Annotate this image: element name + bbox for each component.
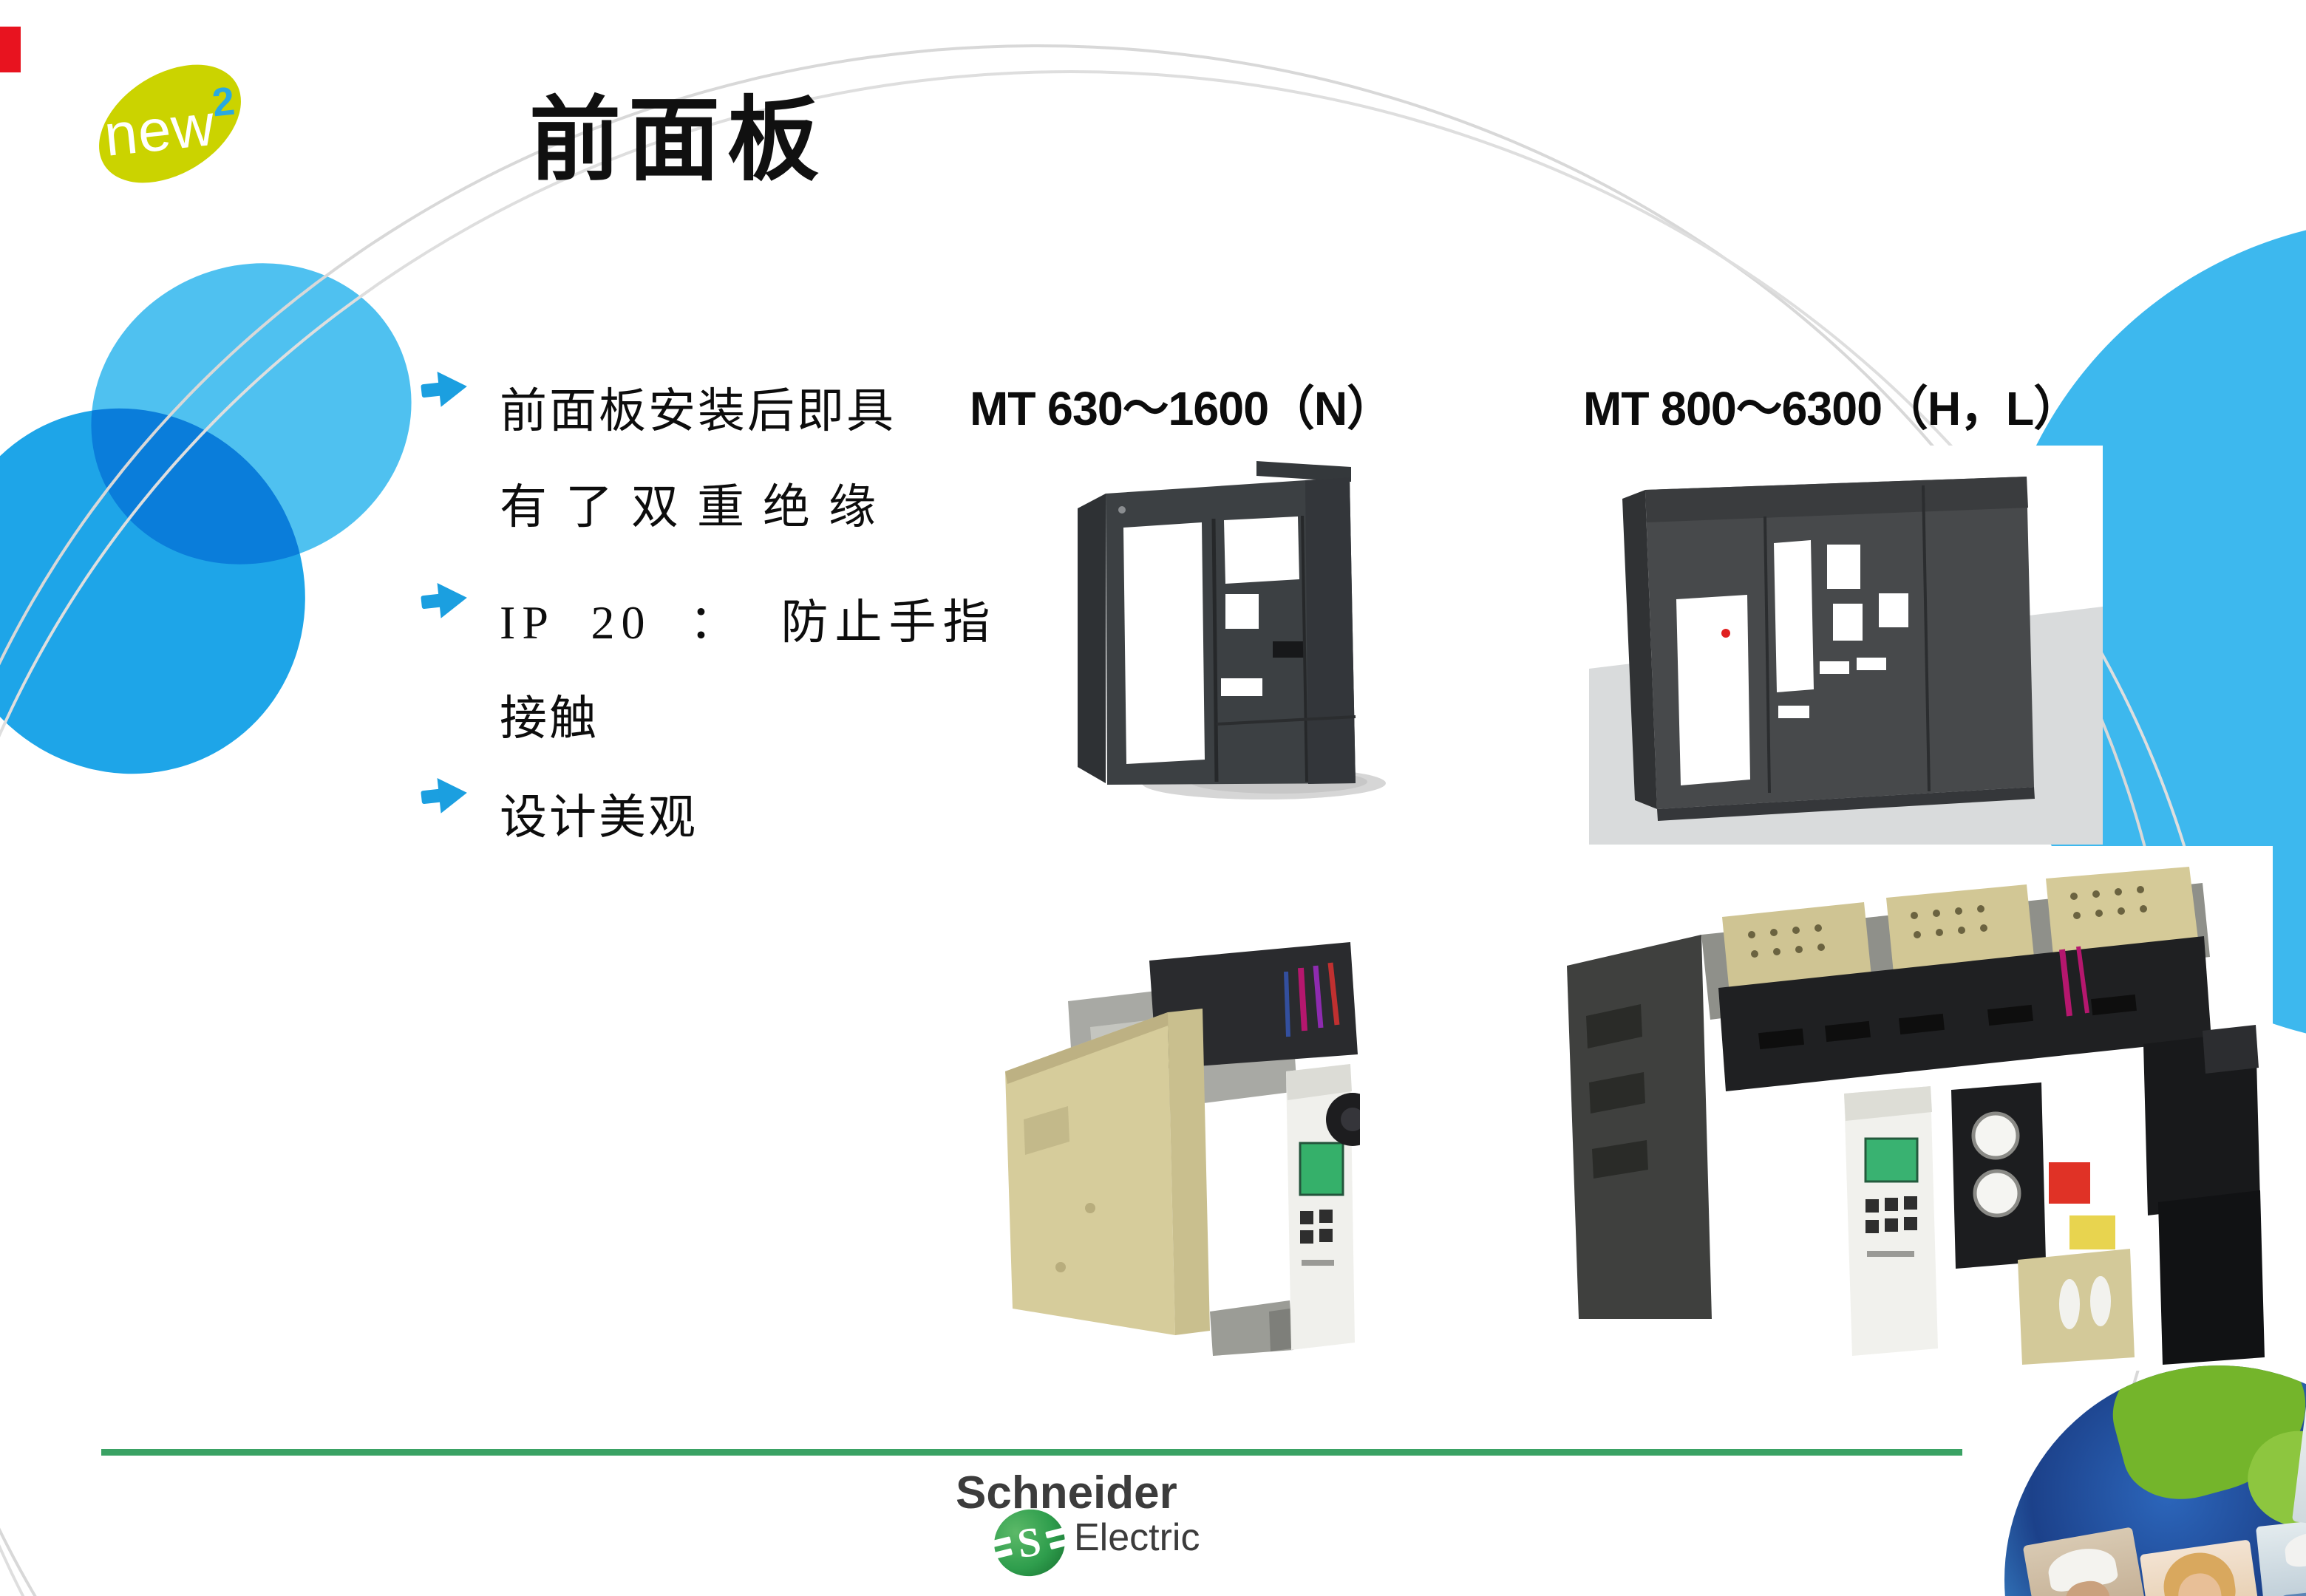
new-badge-label: new2	[101, 78, 237, 168]
arrow-right-icon	[420, 775, 471, 815]
logo-stripe-icon	[992, 1548, 1013, 1560]
column-header-mt630: MT 630～1600（N）	[970, 382, 1393, 435]
logo-stripe-icon	[1045, 1527, 1066, 1539]
front-panel-render	[1078, 461, 1386, 799]
arrow-right-icon	[420, 580, 471, 620]
bullet-1-line-1: 前面板安装后即具	[500, 385, 896, 437]
bullet-2-line-2: 接触	[500, 692, 599, 745]
bullet-1-line-2: 有了双重绝缘	[500, 481, 894, 533]
image-breaker-mt630	[979, 898, 1360, 1360]
new-badge-superscript: 2	[209, 78, 237, 126]
breaker-mechanism-render	[1567, 867, 2265, 1365]
logo-stripe-icon	[990, 1536, 1012, 1548]
logo-s-glyph: S	[1015, 1518, 1044, 1567]
bullet-3-line-1: 设计美观	[500, 791, 698, 844]
breaker-mechanism-render	[1005, 942, 1360, 1356]
page-title: 前面板	[529, 90, 827, 191]
image-front-panel-mt630	[1035, 457, 1390, 808]
footer-rule	[101, 1449, 1962, 1456]
new-badge: new2	[78, 40, 262, 208]
bullet-item-2: IP 20 ： 防止手指 接触	[420, 575, 990, 767]
arrow-right-icon	[420, 369, 471, 409]
bullet-item-1: 前面板安装后即具 有了双重绝缘	[421, 364, 924, 556]
schneider-electric-logo: Schneider S Electric	[928, 1467, 1245, 1592]
logo-stripe-icon	[1049, 1538, 1070, 1550]
bullet-2-line-1: IP 20 ： 防止手指	[500, 596, 997, 649]
image-breaker-mt800	[1552, 846, 2273, 1371]
logo-wordmark-electric: Electric	[1074, 1516, 1200, 1559]
column-header-mt800: MT 800～6300（H，L）	[1583, 382, 2080, 435]
bullet-item-3: 设计美观	[421, 770, 924, 866]
logo-wordmark-schneider: Schneider	[956, 1467, 1177, 1518]
front-panel-render	[1589, 477, 2103, 845]
red-watermark-fragment	[0, 27, 21, 72]
image-front-panel-mt800	[1589, 446, 2103, 845]
